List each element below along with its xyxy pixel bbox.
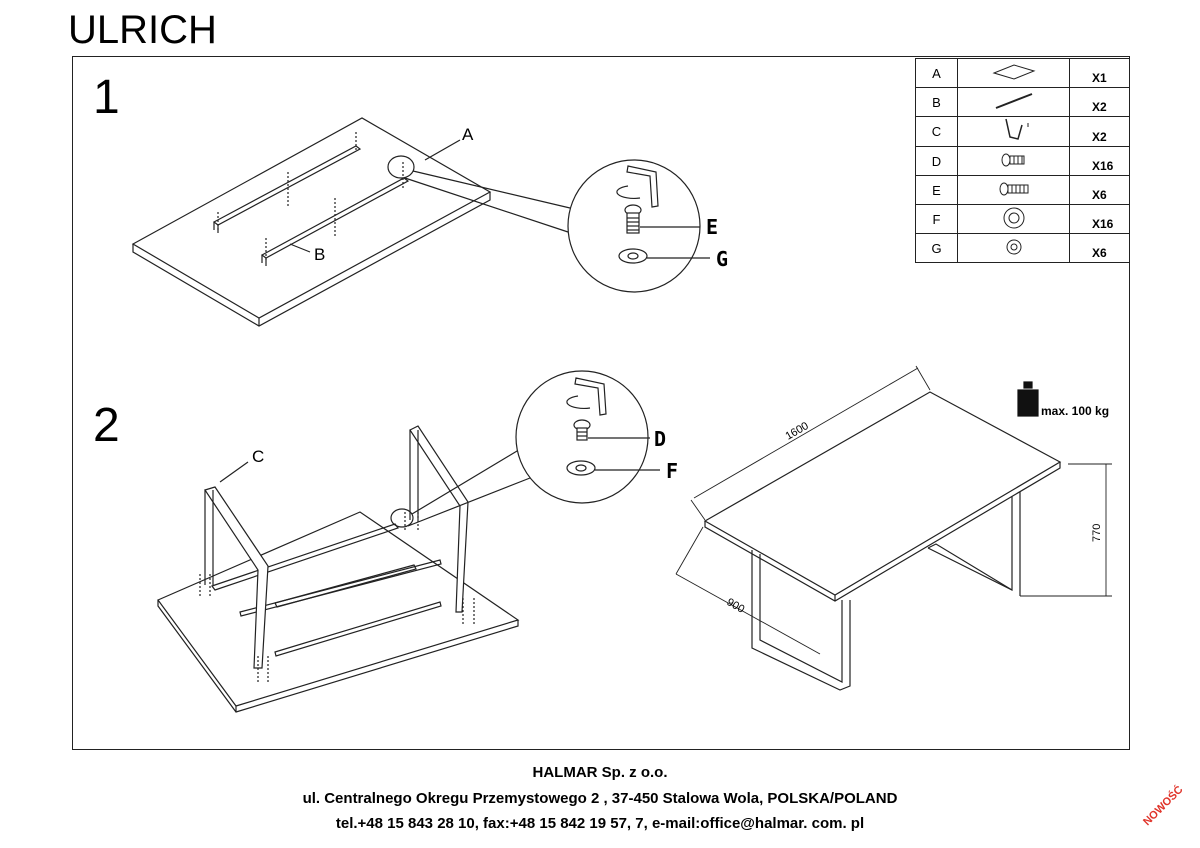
part-quantity: X16 — [1069, 204, 1130, 234]
label-a: A — [462, 125, 474, 144]
label-b: B — [314, 245, 325, 264]
label-g: G — [716, 247, 728, 271]
dimension-lines — [675, 365, 1112, 655]
parts-row: B X2 — [915, 87, 1130, 117]
rail-icon — [957, 87, 1070, 117]
dim-width: 900 — [725, 596, 747, 616]
instruction-frame — [72, 56, 1130, 750]
part-key: B — [915, 87, 958, 117]
label-c: C — [252, 447, 264, 466]
step1-tabletop — [131, 117, 492, 327]
parts-row: E X6 — [915, 175, 1130, 205]
long-bolt-icon — [957, 175, 1070, 205]
part-quantity: X2 — [1069, 116, 1130, 147]
parts-row: C X2 — [915, 116, 1130, 147]
part-quantity: X6 — [1069, 233, 1130, 263]
assembled-table — [703, 391, 1062, 691]
tabletop-icon — [957, 58, 1070, 88]
parts-row: F X16 — [915, 204, 1130, 234]
step-1-number: 1 — [93, 71, 120, 124]
part-key: D — [915, 146, 958, 176]
label-e: E — [706, 215, 718, 239]
step1-screws — [217, 132, 404, 262]
step-2-number: 2 — [93, 399, 120, 452]
step2-tabletop — [157, 511, 520, 713]
part-key: G — [915, 233, 958, 263]
footer-contact: tel.+48 15 843 28 10, fax:+48 15 842 19 … — [335, 815, 865, 832]
footer-company: HALMAR Sp. z o.o. — [532, 764, 668, 781]
part-key: F — [915, 204, 958, 234]
parts-row: A X1 — [915, 58, 1130, 88]
dim-length: 1600 — [784, 420, 811, 443]
part-quantity: X6 — [1069, 175, 1130, 205]
part-key: E — [915, 175, 958, 205]
part-key: C — [915, 116, 958, 147]
leg-frame-icon — [957, 116, 1070, 147]
part-quantity: X2 — [1069, 87, 1130, 117]
part-quantity: X16 — [1069, 146, 1130, 176]
short-bolt-icon — [957, 146, 1070, 176]
label-f: F — [666, 459, 678, 483]
dim-height: 770 — [1091, 524, 1103, 542]
footer-address: ul. Centralnego Okregu Przemystowego 2 ,… — [302, 790, 898, 807]
part-quantity: X1 — [1069, 58, 1130, 88]
label-d: D — [654, 427, 666, 451]
parts-row: G X6 — [915, 233, 1130, 263]
step2-bolts — [199, 512, 475, 682]
max-load-label: max. 100 kg — [1041, 404, 1110, 418]
small-washer-icon — [957, 233, 1070, 263]
step2-rails — [211, 523, 442, 657]
large-washer-icon — [957, 204, 1070, 234]
weight-icon — [1017, 381, 1039, 417]
product-title: ULRICH — [68, 8, 217, 52]
part-key: A — [915, 58, 958, 88]
parts-row: D X16 — [915, 146, 1130, 176]
step1-rails — [212, 145, 410, 266]
